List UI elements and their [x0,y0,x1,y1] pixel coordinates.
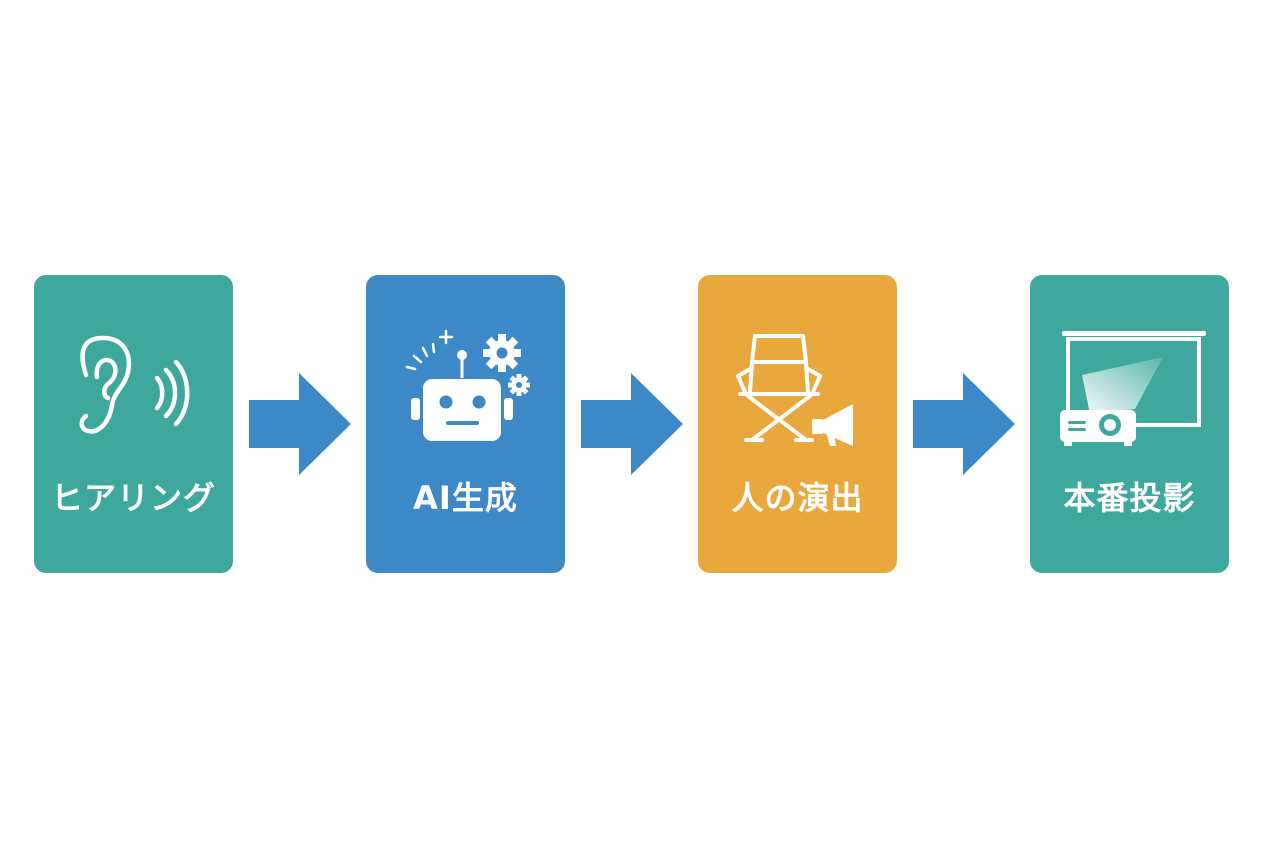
step-label: 人の演出 [731,479,864,517]
step-label: AI生成 [413,479,518,517]
projector-icon [1060,331,1206,446]
step-label: ヒアリング [50,479,216,517]
step-hearing: ヒアリング [34,275,233,573]
step-human-direction: 人の演出 [698,275,897,573]
step-live-projection: 本番投影 [1030,275,1229,573]
arrow-right-icon [913,373,1015,475]
director-chair-icon [736,334,853,446]
robot-icon [405,329,530,441]
ear-icon [79,335,190,434]
step-label: 本番投影 [1063,479,1196,517]
arrow-right-icon [581,373,683,475]
arrow-right-icon [249,373,351,475]
step-ai-generation: AI生成 [366,275,565,573]
